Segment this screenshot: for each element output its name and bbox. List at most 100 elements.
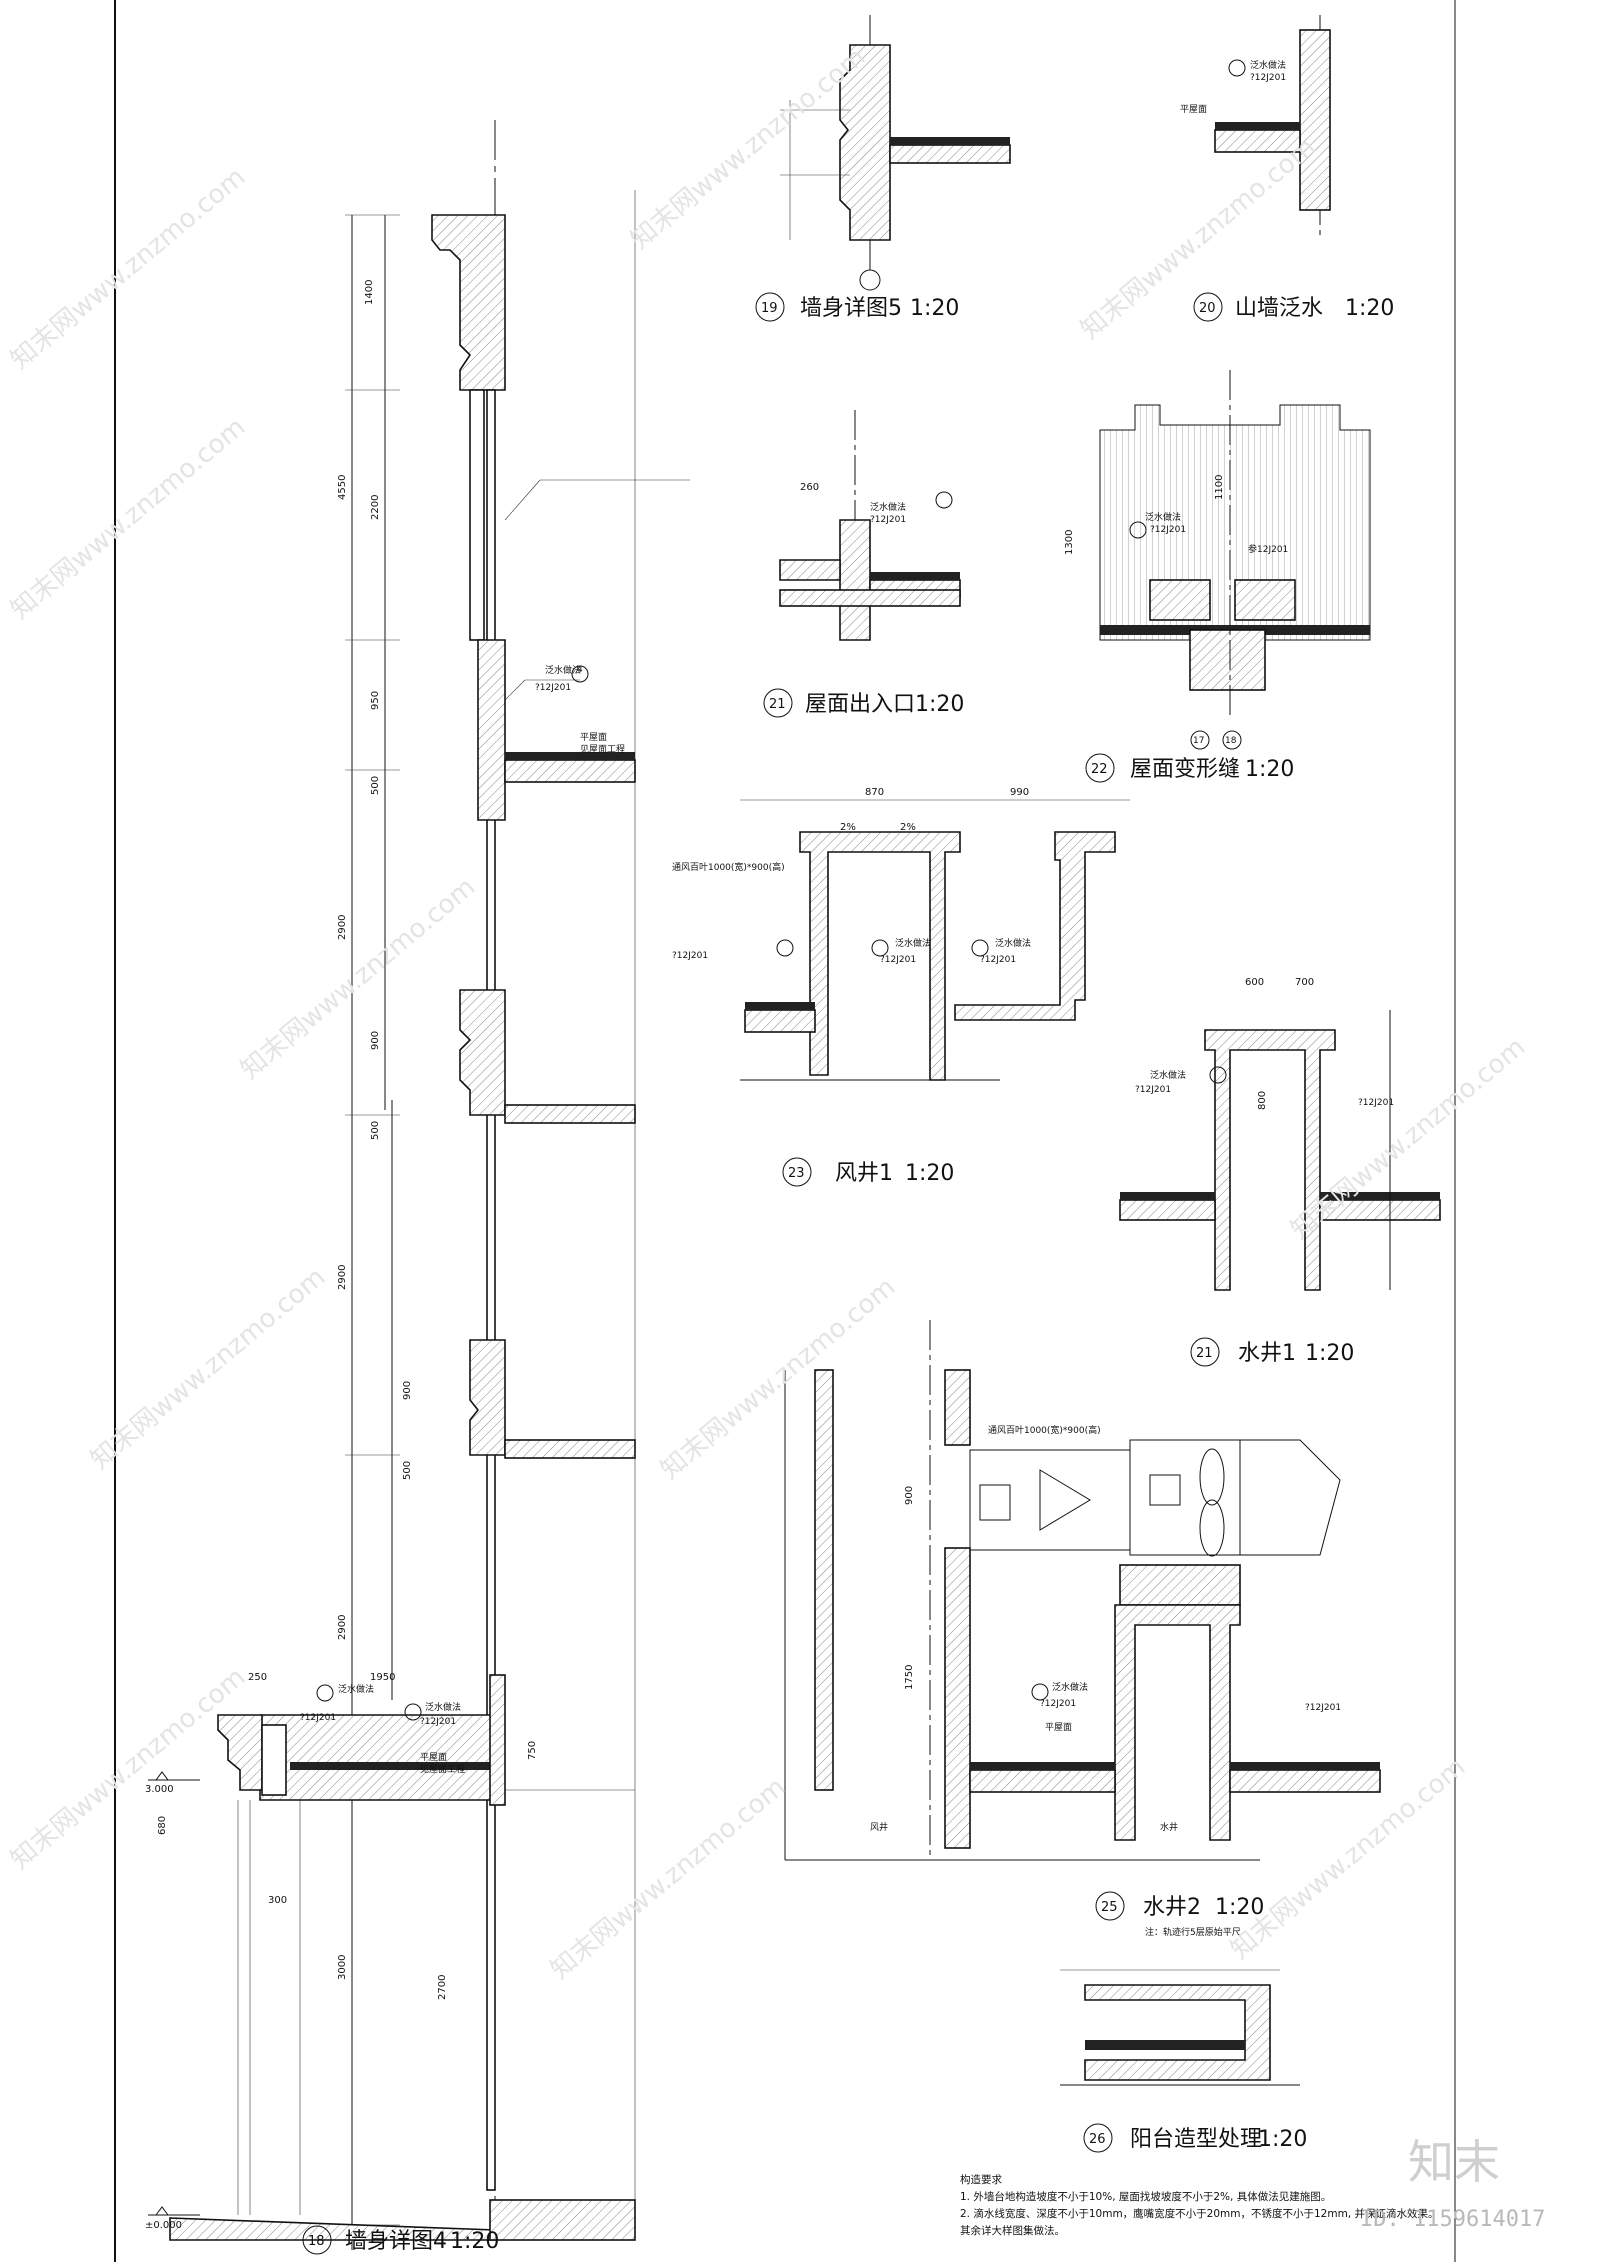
- svg-text:泛水做法: 泛水做法: [995, 937, 1031, 949]
- svg-text:知末网www.znzmo.com: 知末网www.znzmo.com: [235, 872, 481, 1085]
- svg-text:泛水做法: 泛水做法: [895, 937, 931, 949]
- svg-text:800: 800: [1257, 1091, 1268, 1110]
- svg-text:泛水做法: 泛水做法: [1145, 511, 1181, 523]
- svg-text:知末网www.znzmo.com: 知末网www.znzmo.com: [5, 162, 251, 375]
- svg-text:墙身详图5: 墙身详图5: [800, 296, 902, 321]
- title-20: 20 山墙泛水 1:20: [1193, 292, 1394, 322]
- title-18-num: 18: [308, 2234, 325, 2249]
- svg-text:见屋面工程: 见屋面工程: [580, 744, 625, 755]
- svg-text:?12J201: ?12J201: [1358, 1098, 1394, 1108]
- svg-text:26: 26: [1089, 2132, 1106, 2147]
- svg-text:水井: 水井: [1160, 1821, 1178, 1833]
- svg-text:?12J201: ?12J201: [880, 955, 916, 965]
- svg-text:?12J201: ?12J201: [420, 1717, 456, 1727]
- dim-500-c: 500: [402, 1461, 413, 1480]
- detail-21-roof-exit: 260 泛水做法 ?12J201: [779, 410, 961, 641]
- svg-text:见屋面工程: 见屋面工程: [420, 1764, 465, 1775]
- dim-1400: 1400: [364, 280, 375, 305]
- svg-text:泛水做法: 泛水做法: [1150, 1069, 1186, 1081]
- svg-text:?12J201: ?12J201: [870, 515, 906, 525]
- dim-950: 950: [370, 691, 381, 710]
- svg-text:1:20: 1:20: [1215, 1895, 1264, 1920]
- svg-text:700: 700: [1295, 977, 1314, 988]
- svg-text:风井: 风井: [870, 1821, 888, 1833]
- svg-text:平屋面: 平屋面: [420, 1752, 447, 1763]
- svg-text:870: 870: [865, 787, 884, 798]
- svg-text:泛水做法: 泛水做法: [870, 501, 906, 513]
- level-ground: ±0.000: [145, 2220, 182, 2231]
- svg-text:泛水做法: 泛水做法: [1052, 1681, 1088, 1693]
- dim-500: 500: [370, 776, 381, 795]
- detail-18-dims: 1400 4550 2200 950 500 2900 900 500 2900…: [145, 280, 538, 2231]
- svg-text:22: 22: [1091, 762, 1108, 777]
- svg-text:17: 17: [1193, 736, 1204, 746]
- svg-text:260: 260: [800, 482, 819, 493]
- dim-2200: 2200: [370, 495, 381, 520]
- detail-20: 泛水做法 ?12J201 平屋面: [1180, 15, 1331, 235]
- svg-text:20: 20: [1199, 301, 1216, 316]
- spec-line-1: 1. 外墙台地构造坡度不小于10%, 屋面找坡坡度不小于2%, 具体做法见建施图…: [960, 2190, 1331, 2203]
- spec-title: 构造要求: [960, 2173, 1002, 2186]
- title-18-scale: 1:20: [450, 2229, 499, 2254]
- title-26: 26 阳台造型处理 1:20: [1083, 2123, 1307, 2153]
- svg-text:?12J201: ?12J201: [300, 1713, 336, 1723]
- svg-text:屋面变形缝: 屋面变形缝: [1130, 757, 1240, 782]
- svg-text:25: 25: [1101, 1900, 1118, 1915]
- spec-line-3: 其余详大样图集做法。: [960, 2224, 1065, 2237]
- dim-500-b: 500: [370, 1121, 381, 1140]
- svg-text:风井1: 风井1: [835, 1161, 893, 1186]
- svg-text:18: 18: [1225, 736, 1237, 746]
- svg-text:1:20: 1:20: [915, 692, 964, 717]
- image-id-label: ID: 1159614017: [1360, 2207, 1545, 2232]
- svg-text:2%: 2%: [840, 822, 856, 833]
- svg-text:通风百叶1000(宽)*900(高): 通风百叶1000(宽)*900(高): [672, 861, 785, 873]
- detail-19: [780, 15, 1011, 291]
- sheet-frame: [114, 0, 1456, 2262]
- svg-text:阳台造型处理: 阳台造型处理: [1130, 2127, 1262, 2152]
- dim-4550: 4550: [337, 475, 348, 500]
- svg-text:参12J201: 参12J201: [1248, 543, 1288, 555]
- dim-300: 300: [268, 1895, 287, 1906]
- svg-text:泛水做法: 泛水做法: [338, 1683, 374, 1695]
- spec-line-2: 2. 滴水线宽度、深度不小于10mm，鹰嘴宽度不小于20mm，不锈度不小于12m…: [960, 2207, 1438, 2220]
- svg-text:19: 19: [761, 301, 778, 316]
- svg-text:900: 900: [904, 1486, 915, 1505]
- dim-2900-c: 2900: [337, 1615, 348, 1640]
- svg-text:1300: 1300: [1064, 530, 1075, 555]
- svg-text:?12J201: ?12J201: [1150, 525, 1186, 535]
- svg-text:知末网www.znzmo.com: 知末网www.znzmo.com: [545, 1772, 791, 1985]
- dim-250: 250: [248, 1672, 267, 1683]
- svg-text:4: 4: [577, 665, 583, 675]
- svg-text:平屋面: 平屋面: [1180, 104, 1207, 115]
- callout-4-balcony: 泛水做法 ?12J201 泛水做法 ?12J201 平屋面 见屋面工程: [300, 1683, 465, 1775]
- svg-text:1:20: 1:20: [910, 296, 959, 321]
- svg-text:泛水做法: 泛水做法: [545, 664, 581, 676]
- callout-4-upper: 4 泛水做法 ?12J201 平屋面 见屋面工程: [535, 664, 625, 755]
- dim-900-b: 900: [402, 1381, 413, 1400]
- detail-21-water-shaft: 600 700 800 泛水做法 ?12J201 ?12J201: [1119, 977, 1441, 1291]
- svg-text:21: 21: [769, 697, 786, 712]
- svg-text:1:20: 1:20: [905, 1161, 954, 1186]
- detail-25-water-shaft-2: 1750 900 通风百叶1000(宽)*900(高) 风井 水井 泛水做法 ?…: [784, 1320, 1381, 1861]
- title-19: 19 墙身详图5 1:20: [755, 292, 959, 322]
- svg-text:平屋面: 平屋面: [580, 732, 607, 743]
- svg-text:?12J201: ?12J201: [980, 955, 1016, 965]
- svg-text:知末网www.znzmo.com: 知末网www.znzmo.com: [655, 1272, 901, 1485]
- svg-text:屋面出入口: 屋面出入口: [805, 692, 915, 717]
- title-18: 18 墙身详图4 1:20: [302, 2225, 499, 2255]
- dim-2900-a: 2900: [337, 915, 348, 940]
- note-bottom: 注：轨迹行5层原始平尺: [1145, 1926, 1241, 1938]
- svg-text:?12J201: ?12J201: [672, 951, 708, 961]
- svg-text:600: 600: [1245, 977, 1264, 988]
- svg-text:2%: 2%: [900, 822, 916, 833]
- svg-text:知末网www.znzmo.com: 知末网www.znzmo.com: [5, 1662, 251, 1875]
- brand-logo-text: 知末: [1408, 2135, 1500, 2189]
- dim-2900-b: 2900: [337, 1265, 348, 1290]
- dim-1950: 1950: [370, 1672, 395, 1683]
- svg-text:?12J201: ?12J201: [1305, 1703, 1341, 1713]
- svg-text:泛水做法: 泛水做法: [425, 1701, 461, 1713]
- svg-text:1:20: 1:20: [1345, 296, 1394, 321]
- svg-text:1750: 1750: [904, 1665, 915, 1690]
- svg-text:1:20: 1:20: [1245, 757, 1294, 782]
